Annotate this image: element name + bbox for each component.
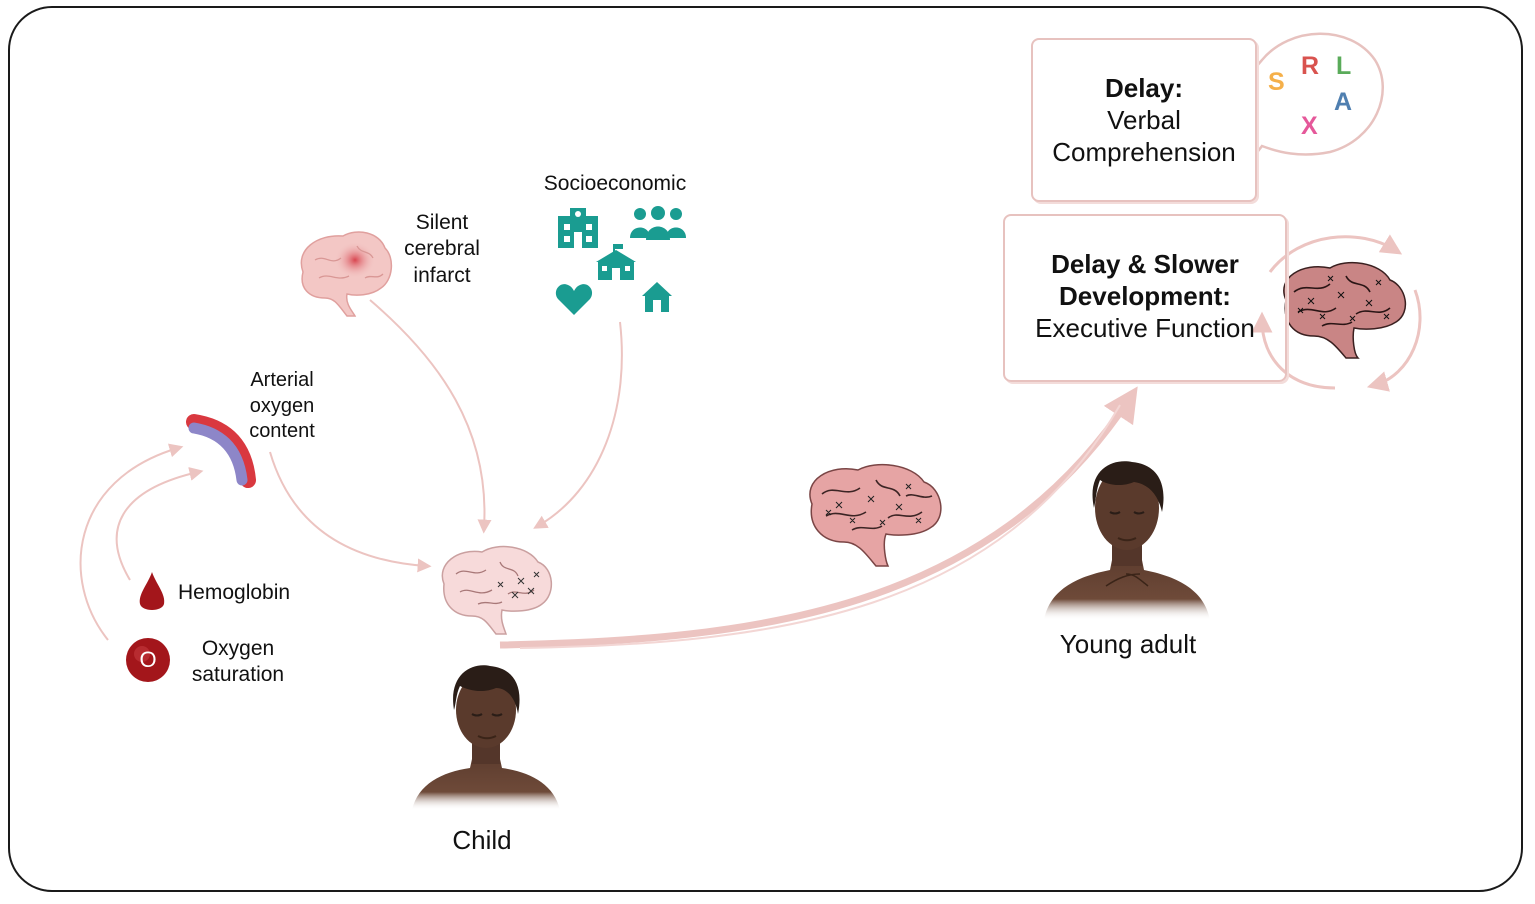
arterial-line-1: Arterial: [250, 369, 314, 391]
oxygen-o-letter: O: [139, 647, 157, 672]
diagram-frame: [8, 6, 1523, 892]
oxygen-saturation-line-2: saturation: [191, 663, 285, 687]
arrow-arterial-to-child: [269, 451, 432, 573]
blood-drop-icon: [139, 572, 165, 610]
arterial-oxygen-label: Arterial oxygen content: [234, 368, 330, 445]
arrow-socioeconomic-to-child: [533, 321, 623, 529]
child-person-icon: [412, 665, 560, 810]
growth-arrow: [499, 386, 1138, 649]
oxygen-circle-icon: [126, 638, 170, 682]
bubble-letter-s: S: [1268, 68, 1285, 96]
oxygen-saturation-label: Oxygen saturation: [182, 636, 294, 689]
silent-infarct-label: Silent cerebral infarct: [394, 210, 490, 289]
young-adult-label: Young adult: [1059, 629, 1197, 659]
infarct-brain-icon: [300, 231, 393, 317]
verbal-comprehension-box: [1031, 38, 1257, 202]
executive-function-text: Delay & Slower Development: Executive Fu…: [1003, 248, 1287, 345]
blood-vessel-icon: [186, 414, 256, 488]
school-icon: [596, 244, 636, 280]
verbal-box-title: Delay:: [1104, 73, 1184, 103]
arrow-infarct-to-child: [369, 299, 492, 534]
silent-infarct-line-2: cerebral: [404, 237, 480, 261]
socioeconomic-label: Socioeconomic: [543, 172, 687, 195]
arterial-line-2: oxygen: [249, 394, 315, 417]
people-icon: [630, 206, 686, 240]
home-icon: [642, 282, 672, 312]
silent-infarct-line-3: infarct: [413, 263, 471, 287]
verbal-comprehension-text: Delay: Verbal Comprehension: [1031, 72, 1257, 169]
cycle-arrows: [1251, 234, 1422, 392]
young-adult-person-icon: [1044, 461, 1210, 620]
verbal-box-line-1: Verbal: [1107, 105, 1181, 136]
bubble-letter-l: L: [1336, 52, 1352, 80]
hospital-icon: [558, 208, 598, 248]
arrow-saturation-to-arterial: [79, 443, 184, 641]
executive-title-line-1: Delay & Slower: [1051, 249, 1239, 279]
adult-brain-icon: [809, 463, 942, 567]
child-brain-icon: [441, 545, 552, 635]
arrow-hemoglobin-to-arterial: [115, 467, 204, 581]
executive-subtitle: Executive Function: [1035, 313, 1255, 344]
heart-icon: [555, 284, 593, 315]
executive-function-box: [1003, 214, 1287, 382]
arterial-line-3: content: [249, 420, 315, 443]
verbal-box-line-2: Comprehension: [1052, 137, 1236, 168]
oxygen-saturation-line-1: Oxygen: [201, 637, 275, 660]
bubble-letter-x: X: [1301, 112, 1318, 140]
bubble-letter-r: R: [1301, 52, 1320, 80]
bubble-letter-a: A: [1334, 88, 1353, 116]
silent-infarct-line-1: Silent: [415, 211, 469, 234]
child-label: Child: [452, 825, 512, 855]
executive-title-line-2: Development:: [1059, 281, 1231, 312]
arrows: [79, 299, 623, 641]
executive-brain-icon: [1283, 261, 1407, 359]
hemoglobin-label: Hemoglobin: [178, 581, 291, 604]
